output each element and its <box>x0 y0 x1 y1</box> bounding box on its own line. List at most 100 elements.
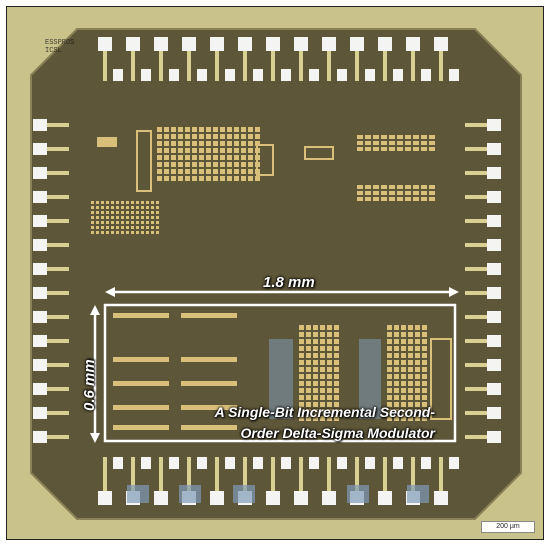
modulator-capacitor-array <box>320 339 325 344</box>
logic-block <box>101 201 104 204</box>
pad-finger <box>465 171 487 175</box>
logic-block <box>126 221 129 224</box>
bond-pad <box>33 215 47 227</box>
arrowhead <box>449 287 459 297</box>
bond-pad <box>393 69 403 81</box>
circuit-block <box>304 146 334 160</box>
logic-block <box>389 185 395 189</box>
wiring-bus <box>181 381 237 386</box>
logic-block <box>116 206 119 209</box>
modulator-capacitor-array <box>306 367 311 372</box>
modulator-capacitor-array <box>306 346 311 351</box>
capacitor-array <box>164 148 169 153</box>
modulator-title-line2: Order Delta-Sigma Modulator <box>240 425 435 441</box>
logic-block <box>373 185 379 189</box>
capacitor-array <box>227 127 232 132</box>
modulator-capacitor-array <box>313 367 318 372</box>
capacitor-array <box>206 127 211 132</box>
logic-block <box>413 191 419 195</box>
bond-pad <box>210 37 224 51</box>
modulator-capacitor-array <box>299 374 304 379</box>
modulator-capacitor-array <box>306 339 311 344</box>
modulator-capacitor-array <box>306 360 311 365</box>
capacitor-array <box>164 176 169 181</box>
modulator-capacitor-array <box>394 339 399 344</box>
capacitor-array <box>248 141 253 146</box>
pad-finger <box>47 195 69 199</box>
logic-block <box>116 216 119 219</box>
logic-block <box>156 221 159 224</box>
capacitor-array <box>234 162 239 167</box>
modulator-capacitor-array <box>313 409 318 414</box>
capacitor-array <box>192 148 197 153</box>
logic-block <box>156 211 159 214</box>
modulator-capacitor-array <box>334 409 339 414</box>
modulator-capacitor-array <box>320 346 325 351</box>
capacitor-array <box>206 176 211 181</box>
logic-block <box>151 211 154 214</box>
capacitor-array <box>192 162 197 167</box>
pad-finger <box>439 457 443 491</box>
logic-block <box>146 226 149 229</box>
modulator-capacitor-array <box>306 416 311 421</box>
amplifier-block <box>359 339 381 419</box>
height-dimension-label: 0.6 mm <box>81 359 98 411</box>
modulator-capacitor-array <box>313 360 318 365</box>
oxide-window <box>407 485 429 503</box>
logic-block <box>405 185 411 189</box>
logic-block <box>111 206 114 209</box>
pad-finger <box>355 51 359 81</box>
capacitor-array <box>227 141 232 146</box>
modulator-capacitor-array <box>334 332 339 337</box>
pad-finger <box>411 457 415 491</box>
modulator-capacitor-array <box>313 339 318 344</box>
bond-pad <box>434 491 448 505</box>
pad-finger <box>465 219 487 223</box>
logic-block <box>91 221 94 224</box>
modulator-capacitor-array <box>422 416 427 421</box>
capacitor-array <box>185 176 190 181</box>
logic-block <box>429 135 435 139</box>
modulator-capacitor-array <box>422 353 427 358</box>
logic-block <box>121 216 124 219</box>
capacitor-array <box>248 127 253 132</box>
capacitor-array <box>157 127 162 132</box>
capacitor-array <box>157 162 162 167</box>
modulator-capacitor-array <box>394 416 399 421</box>
bond-pad <box>421 457 431 469</box>
modulator-capacitor-array <box>408 332 413 337</box>
pad-finger <box>47 339 69 343</box>
modulator-capacitor-array <box>327 395 332 400</box>
pad-finger <box>103 51 107 81</box>
pad-finger <box>243 457 247 491</box>
capacitor-array <box>199 155 204 160</box>
modulator-capacitor-array <box>415 388 420 393</box>
modulator-capacitor-array <box>394 409 399 414</box>
capacitor-array <box>227 162 232 167</box>
bond-pad <box>378 37 392 51</box>
logic-block <box>111 231 114 234</box>
logic-block <box>126 216 129 219</box>
logic-block <box>413 147 419 151</box>
logic-block <box>413 141 419 145</box>
modulator-capacitor-array <box>415 332 420 337</box>
pad-finger <box>465 387 487 391</box>
capacitor-array <box>164 141 169 146</box>
bond-pad <box>154 37 168 51</box>
capacitor-array <box>185 155 190 160</box>
capacitor-array <box>164 134 169 139</box>
modulator-capacitor-array <box>401 367 406 372</box>
logic-block <box>136 211 139 214</box>
logic-block <box>389 197 395 201</box>
logic-block <box>373 197 379 201</box>
capacitor-array <box>213 148 218 153</box>
modulator-capacitor-array <box>387 360 392 365</box>
modulator-capacitor-array <box>415 402 420 407</box>
logic-block <box>429 197 435 201</box>
logic-block <box>121 206 124 209</box>
capacitor-array <box>213 169 218 174</box>
logic-block <box>141 211 144 214</box>
logic-block <box>397 197 403 201</box>
capacitor-array <box>192 169 197 174</box>
logic-block <box>131 216 134 219</box>
